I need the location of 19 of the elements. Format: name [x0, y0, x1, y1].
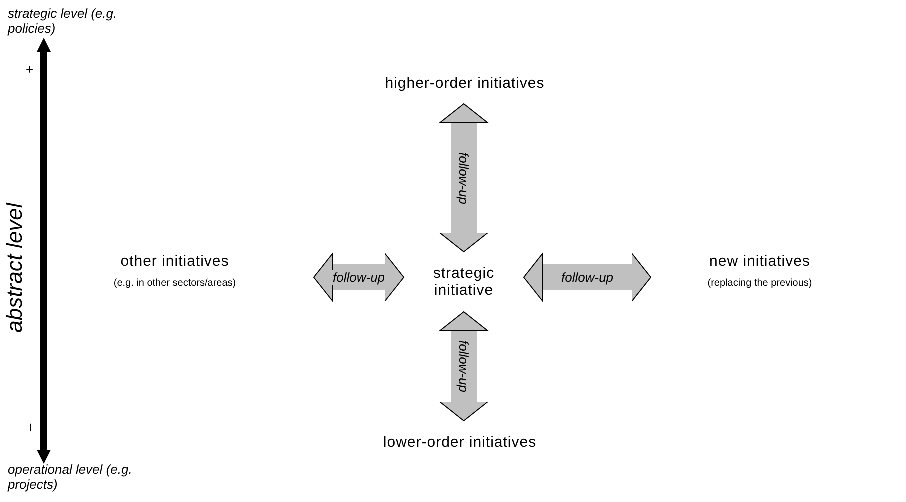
node-title: lower-order initiatives [383, 434, 537, 450]
double-arrow [440, 104, 488, 252]
axis-end-label: strategic level (e.g. policies) [8, 6, 118, 36]
axis-end-label: operational level (e.g. projects) [8, 462, 134, 492]
node-title: other initiatives [120, 253, 230, 270]
node-title: new initiatives [710, 253, 810, 270]
node-title: strategic initiative [432, 265, 496, 299]
node-subtitle: (e.g. in other sectors/areas) [114, 278, 236, 289]
plus-sign: + [26, 62, 34, 77]
double-arrow [524, 253, 652, 302]
minus-sign: – [22, 424, 38, 432]
node-title: higher-order initiatives [385, 74, 545, 92]
double-arrow [314, 253, 404, 302]
edge-label: follow-up [456, 338, 472, 395]
edge-label: follow-up [560, 270, 616, 285]
double-arrow [440, 312, 488, 422]
node-subtitle: (replacing the previous) [708, 278, 812, 289]
axis-title: abstract level [2, 203, 28, 333]
edge-label: follow-up [331, 270, 388, 285]
